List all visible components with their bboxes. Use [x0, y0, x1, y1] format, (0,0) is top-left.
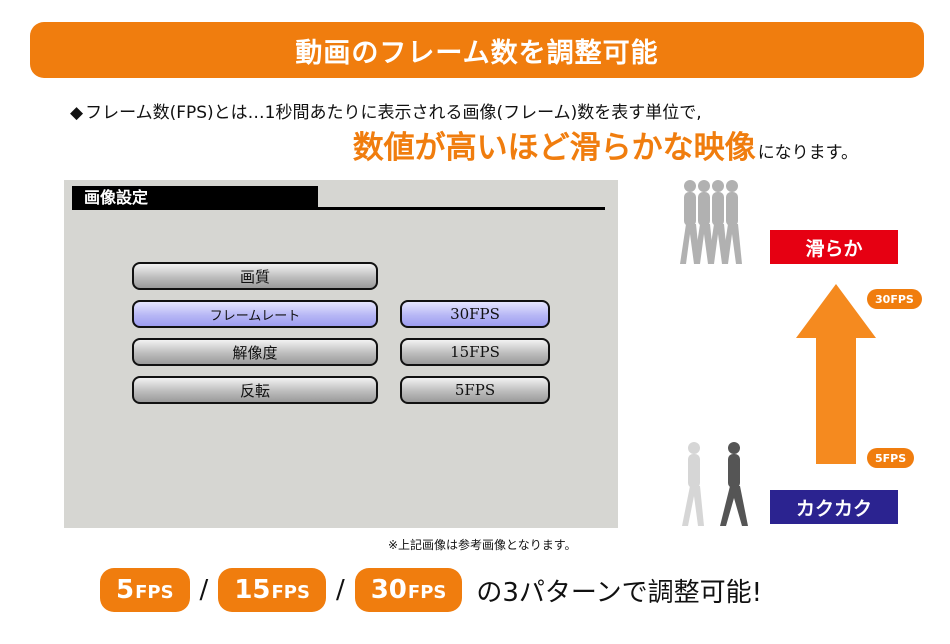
settings-panel: 画像設定 画質 フレームレート 解像度 反転 30FPS 15FPS 5FPS	[64, 180, 618, 528]
intro-text: ◆フレーム数(FPS)とは…1秒間あたりに表示される画像(フレーム)数を表す単位…	[70, 98, 702, 123]
tagline-suffix: になります。	[757, 143, 858, 163]
panel-divider	[72, 207, 605, 210]
menu-button-flip[interactable]: 反転	[132, 376, 378, 404]
page-title: 動画のフレーム数を調整可能	[295, 37, 659, 69]
walking-figures-choppy-icon	[682, 442, 704, 526]
menu-button-framerate[interactable]: フレームレート	[132, 300, 378, 328]
walking-figures-smooth-icon	[680, 180, 742, 264]
walking-figure-icon	[720, 442, 748, 526]
title-banner: 動画のフレーム数を調整可能	[30, 22, 924, 78]
tagline-highlight: 数値が高いほど滑らかな映像	[352, 130, 756, 166]
menu-button-resolution[interactable]: 解像度	[132, 338, 378, 366]
separator: /	[335, 575, 345, 605]
tagline: 数値が高いほど滑らかな映像 になります。	[353, 122, 858, 167]
up-arrow-icon	[796, 284, 876, 464]
panel-title: 画像設定	[72, 186, 318, 210]
summary-text: の3パターンで調整可能!	[476, 577, 763, 608]
menu-button-quality[interactable]: 画質	[132, 262, 378, 290]
intro-line: フレーム数(FPS)とは…1秒間あたりに表示される画像(フレーム)数を表す単位で…	[85, 103, 702, 123]
smooth-label: 滑らか	[770, 230, 898, 264]
separator: /	[199, 575, 209, 605]
option-5fps-button[interactable]: 5FPS	[400, 376, 550, 404]
reference-note: ※上記画像は参考画像となります。	[388, 538, 577, 552]
choppy-label: カクカク	[770, 490, 898, 524]
diamond-marker: ◆	[70, 103, 84, 123]
option-30fps-button[interactable]: 30FPS	[400, 300, 550, 328]
option-15fps-button[interactable]: 15FPS	[400, 338, 550, 366]
